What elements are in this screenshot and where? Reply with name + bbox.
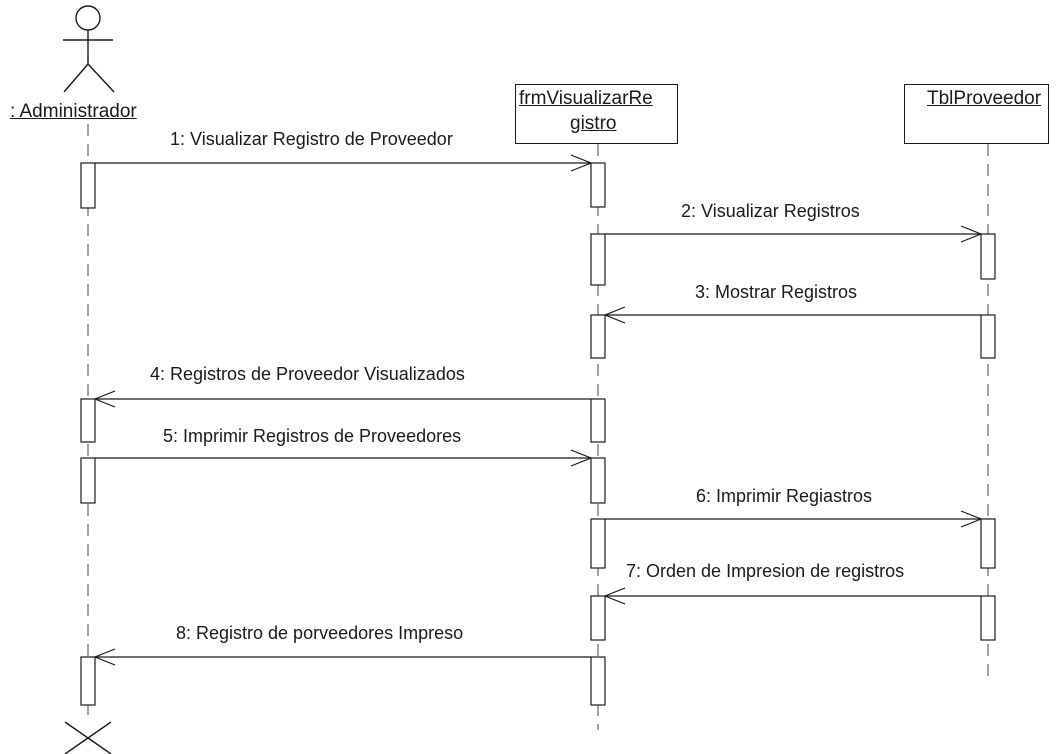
- object-frmvisualizarregistro: [515, 84, 678, 144]
- message-7-label: 7: Orden de Impresion de registros: [626, 561, 905, 581]
- message-3-label: 3: Mostrar Registros: [695, 282, 858, 302]
- activation-tbl-3: [980, 518, 996, 569]
- message-6-label: 6: Imprimir Regiastros: [696, 486, 873, 506]
- message-2-arrow: [605, 225, 983, 243]
- actor-stick-figure-icon: [63, 5, 115, 93]
- activation-administrador-3: [80, 457, 96, 504]
- activation-frm-5: [590, 457, 606, 504]
- message-4-arrow: [93, 390, 591, 408]
- activation-tbl-4: [980, 595, 996, 641]
- message-6-arrow: [605, 510, 983, 528]
- message-8-arrow: [93, 648, 591, 666]
- activation-frm-8: [590, 656, 606, 706]
- activation-frm-6: [590, 518, 606, 569]
- actor-administrador-label: : Administrador: [10, 101, 137, 122]
- activation-tbl-1: [980, 233, 996, 280]
- activation-administrador-1: [80, 162, 96, 209]
- activation-tbl-2: [980, 314, 996, 359]
- activation-frm-3: [590, 314, 606, 359]
- activation-frm-2: [590, 233, 606, 286]
- activation-frm-7: [590, 595, 606, 641]
- message-2-label: 2: Visualizar Registros: [681, 201, 860, 221]
- object-tblproveedor: [904, 84, 1049, 144]
- message-7-arrow: [603, 587, 981, 605]
- message-5-arrow: [95, 449, 593, 467]
- activation-administrador-2: [80, 398, 96, 443]
- message-5-label: 5: Imprimir Registros de Proveedores: [163, 426, 462, 446]
- destruction-x-icon: [64, 721, 112, 754]
- message-8-label: 8: Registro de porveedores Impreso: [176, 623, 464, 643]
- activation-administrador-4: [80, 656, 96, 706]
- object-frmvisualizarregistro-label-line2: gistro: [570, 113, 617, 134]
- message-3-arrow: [603, 306, 981, 324]
- message-1-arrow: [95, 154, 593, 172]
- message-1-label: 1: Visualizar Registro de Proveedor: [170, 129, 453, 149]
- activation-frm-4: [590, 398, 606, 443]
- object-frmvisualizarregistro-label-line1: frmVisualizarRe: [519, 88, 653, 109]
- object-tblproveedor-label: TblProveedor: [927, 88, 1042, 109]
- message-4-label: 4: Registros de Proveedor Visualizados: [150, 364, 465, 384]
- activation-frm-1: [590, 162, 606, 208]
